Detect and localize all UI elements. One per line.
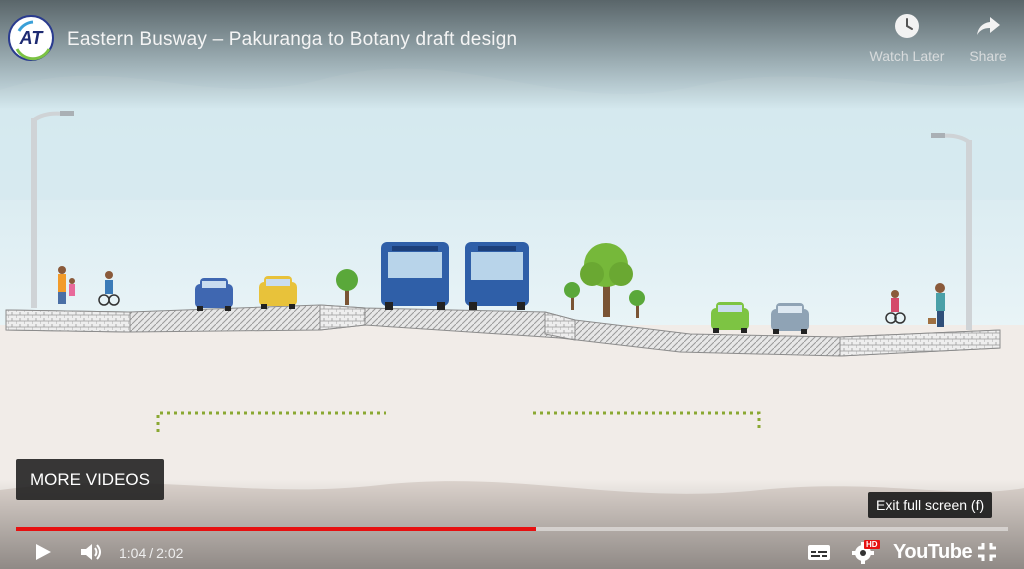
hd-badge: HD	[864, 540, 880, 549]
bus-2	[465, 242, 529, 310]
channel-logo-text: AT	[19, 27, 43, 48]
youtube-logo[interactable]: YouTube	[893, 541, 973, 563]
street-light-left	[31, 111, 74, 308]
exit-fullscreen-icon	[978, 543, 996, 561]
bus-1	[381, 242, 449, 310]
time-separator: /	[149, 545, 154, 561]
play-button[interactable]	[32, 539, 54, 569]
volume-icon	[81, 544, 101, 560]
settings-button[interactable]	[850, 539, 876, 569]
video-title[interactable]: Eastern Busway – Pakuranga to Botany dra…	[67, 29, 518, 50]
people-left	[58, 266, 120, 306]
car-grey	[771, 303, 809, 334]
clock-icon	[895, 14, 919, 38]
exit-fullscreen-button[interactable]	[975, 539, 999, 569]
subtitles-button[interactable]	[806, 539, 832, 569]
subtitles-icon	[808, 545, 830, 560]
volume-button[interactable]	[78, 539, 106, 569]
people-right	[885, 283, 945, 327]
control-bar: 1:04/2:02 HD YouTube	[0, 536, 1024, 569]
exit-fullscreen-tooltip: Exit full screen (f)	[868, 492, 993, 518]
time-display: 1:04/2:02	[119, 545, 183, 561]
progress-played	[16, 527, 537, 531]
ground-waves	[0, 481, 1024, 569]
share-button[interactable]: Share	[962, 12, 1014, 64]
plan-bracket-left	[156, 411, 386, 432]
street-light-right	[931, 133, 972, 330]
share-arrow-icon	[977, 17, 1000, 35]
top-gradient	[0, 0, 1024, 110]
more-videos-button[interactable]: MORE VIDEOS	[16, 459, 164, 500]
play-icon	[36, 544, 51, 560]
plan-bracket-right	[533, 411, 761, 432]
logo-ring-icon	[15, 20, 51, 61]
tree-small-mid	[564, 282, 645, 318]
tree-large	[580, 243, 633, 317]
current-time: 1:04	[119, 545, 147, 561]
share-label: Share	[969, 48, 1007, 64]
car-yellow	[259, 276, 297, 309]
car-blue	[195, 278, 233, 311]
progress-bar[interactable]	[16, 527, 1008, 531]
channel-logo[interactable]: AT	[8, 15, 54, 61]
watch-later-label: Watch Later	[869, 48, 945, 64]
duration: 2:02	[156, 545, 184, 561]
watch-later-button[interactable]: Watch Later	[865, 12, 949, 64]
tree-small-left	[336, 269, 358, 305]
settings-icon	[852, 542, 874, 564]
car-green	[711, 302, 749, 333]
